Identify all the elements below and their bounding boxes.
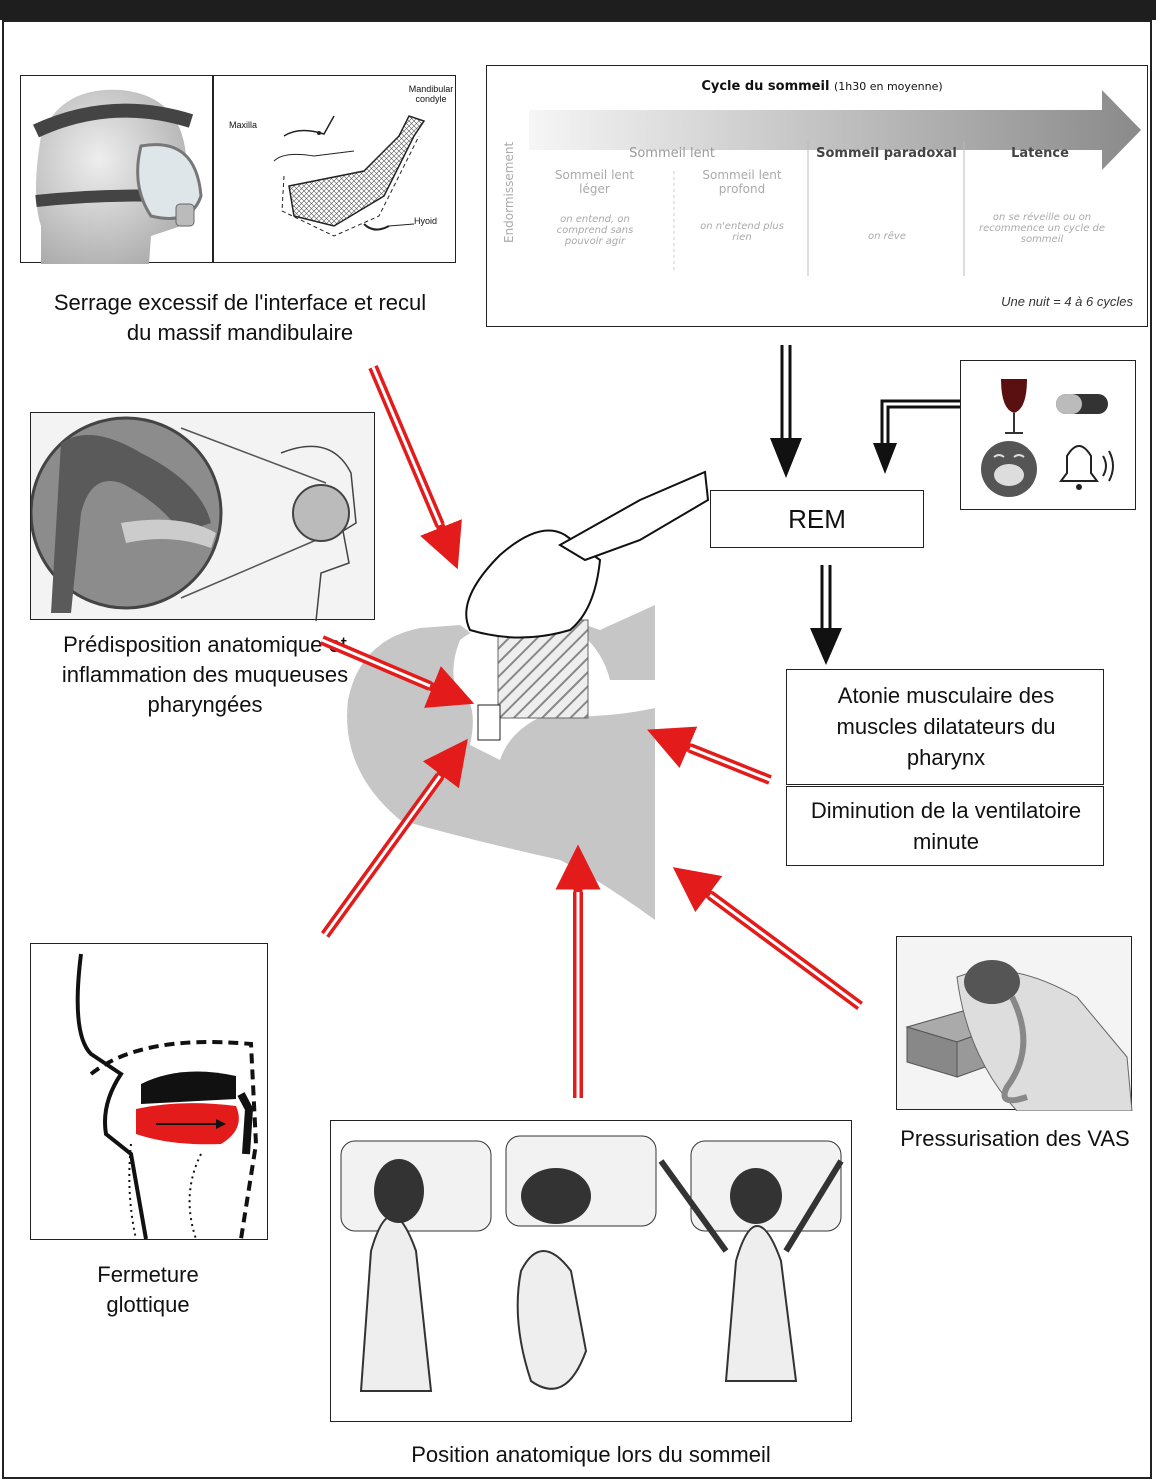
black-arrows — [770, 345, 960, 665]
arrow-anatomy-to-head — [322, 640, 445, 692]
red-arrows — [322, 367, 860, 1098]
arrow-mask-to-head — [373, 367, 446, 540]
arrow-icons-to-rem — [873, 401, 960, 474]
arrow-glottis-to-head — [325, 764, 449, 935]
arrow-pressure-to-head — [698, 886, 860, 1006]
arrow-rem-to-atonie — [810, 565, 842, 665]
arrow-atonie-to-head — [676, 742, 770, 780]
arrow-cycle-to-rem — [770, 345, 802, 478]
